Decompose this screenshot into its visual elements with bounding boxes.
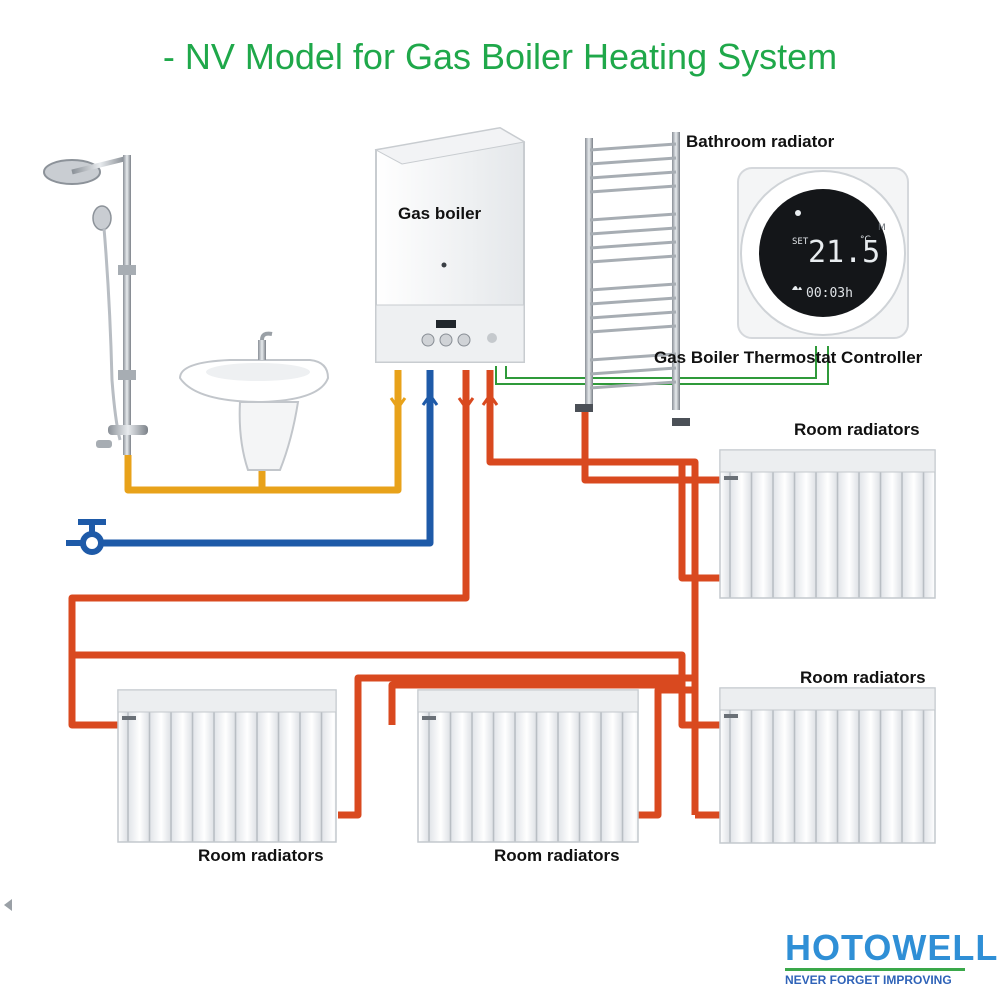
wash-basin [178,331,330,471]
thermostat-set-label: SET [792,237,809,247]
label-room-radiators-top-right: Room radiators [794,420,920,439]
thermostat-device: SET 21.5 °C 00:03h M [737,167,909,339]
label-room-radiators-bottom-left: Room radiators [198,846,324,865]
label-bathroom-radiator: Bathroom radiator [686,132,835,151]
shower-fixture [43,155,148,455]
cold-water-pipe [100,370,434,547]
room-radiator-top-right [719,449,936,599]
thermostat-power-icon [795,210,801,216]
room-radiator-bottom-left [117,689,337,843]
flow-arrows [389,392,499,411]
thermostat-temperature: 21.5 [808,235,880,270]
brand-logo: HOTOWELL NEVER FORGET IMPROVING [785,927,999,987]
brand-rule [785,968,965,971]
label-thermostat-controller: Gas Boiler Thermostat Controller [654,348,923,367]
thermostat-mode-key: M [878,223,886,233]
thermostat-flame-icon [792,286,802,290]
brand-tagline: NEVER FORGET IMPROVING [785,973,952,987]
label-room-radiators-mid-right: Room radiators [800,668,926,687]
gas-boiler-unit [374,126,526,363]
label-gas-boiler: Gas boiler [398,204,482,223]
towel-radiator [575,132,690,426]
room-radiator-bottom-center [417,689,639,843]
diagram-title: - NV Model for Gas Boiler Heating System [162,36,838,77]
brand-name: HOTOWELL [785,927,999,968]
cold-water-inlet-valve [66,519,106,555]
room-radiator-bottom-right [719,687,936,844]
label-room-radiators-bottom-center: Room radiators [494,846,620,865]
domestic-hot-water-pipe [124,370,402,494]
thermostat-timer: 00:03h [806,286,853,301]
thermostat-unit: °C [860,235,871,245]
heating-flow-pipes [68,370,720,819]
corner-marker [4,899,12,911]
